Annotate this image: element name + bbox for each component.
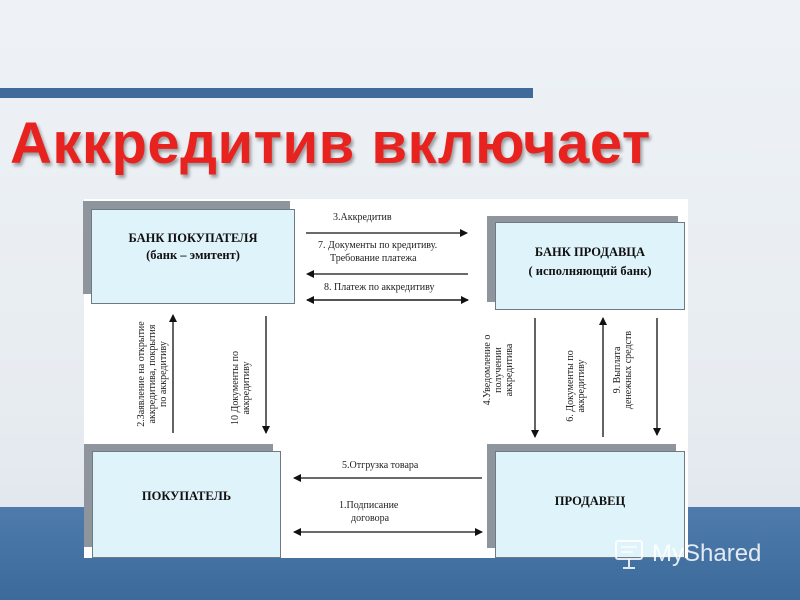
edge-e7-label-line2: Требование платежа [330, 253, 417, 264]
buyer-box: ПОКУПАТЕЛЬ [92, 451, 281, 558]
buyer-bank-label: БАНК ПОКУПАТЕЛЯ [128, 231, 258, 245]
buyer-bank-sublabel: (банк – эмитент) [146, 248, 240, 262]
seller-bank-box: БАНК ПРОДАВЦА ( исполняющий банк) [495, 222, 685, 310]
seller-bank-sublabel: ( исполняющий банк) [528, 264, 652, 278]
edge-e7-label-line1: 7. Документы по кредитиву. [318, 240, 438, 251]
edge-e4-label-line2: получении [493, 347, 504, 393]
edge-e8-label: 8. Платеж по аккредитиву [324, 282, 435, 293]
edge-e10-label-line2: аккредитиву [241, 361, 252, 415]
edge-e6-label-line1: 6. Документы по [565, 350, 576, 422]
edge-e6-label: 6. Документы по аккредитиву [565, 326, 589, 446]
edge-e4-label: 4.Уведомление о получении аккредитива [482, 310, 516, 430]
presentation-board-icon [615, 540, 643, 569]
edge-e2-label: 2.Заявление на открытие аккредитива, пок… [136, 299, 170, 449]
edge-e1-label-line2: договора [351, 513, 390, 524]
edge-e10-label-line1: 10 Документы по [230, 351, 241, 425]
edge-e9-label: 9. Выплата денежных средств [612, 310, 636, 430]
seller-bank-label: БАНК ПРОДАВЦА [534, 245, 646, 259]
edge-e2-label-line1: 2.Заявление на открытие [136, 321, 147, 427]
edge-e9-label-line2: денежных средств [623, 330, 634, 410]
buyer-label: ПОКУПАТЕЛЬ [141, 489, 232, 503]
edge-e2-label-line2: аккредитива, покрытия [147, 324, 158, 424]
watermark-logo: MyShared [612, 536, 761, 572]
slide-title: Аккредитив включает [10, 111, 651, 176]
edge-e4-label-line1: 4.Уведомление о [482, 334, 493, 406]
edge-e2-label-line3: по аккредитиву [158, 341, 169, 407]
top-accent-band [0, 88, 533, 98]
watermark-text: MyShared [652, 540, 762, 567]
edge-e9-label-line1: 9. Выплата [612, 346, 623, 394]
edge-e6-label-line2: аккредитиву [576, 359, 587, 413]
edge-e1-label-line1: 1.Подписание [339, 500, 399, 511]
edge-e3-label: 3.Аккредитив [333, 212, 392, 223]
edge-e4-label-line3: аккредитива [504, 343, 515, 397]
buyer-bank-box: БАНК ПОКУПАТЕЛЯ (банк – эмитент) [91, 209, 295, 304]
seller-box: ПРОДАВЕЦ [495, 451, 685, 558]
seller-label: ПРОДАВЕЦ [554, 494, 626, 508]
edge-e10-label: 10 Документы по аккредитиву [230, 327, 254, 449]
edge-e5-label: 5.Отгрузка товара [342, 460, 419, 471]
